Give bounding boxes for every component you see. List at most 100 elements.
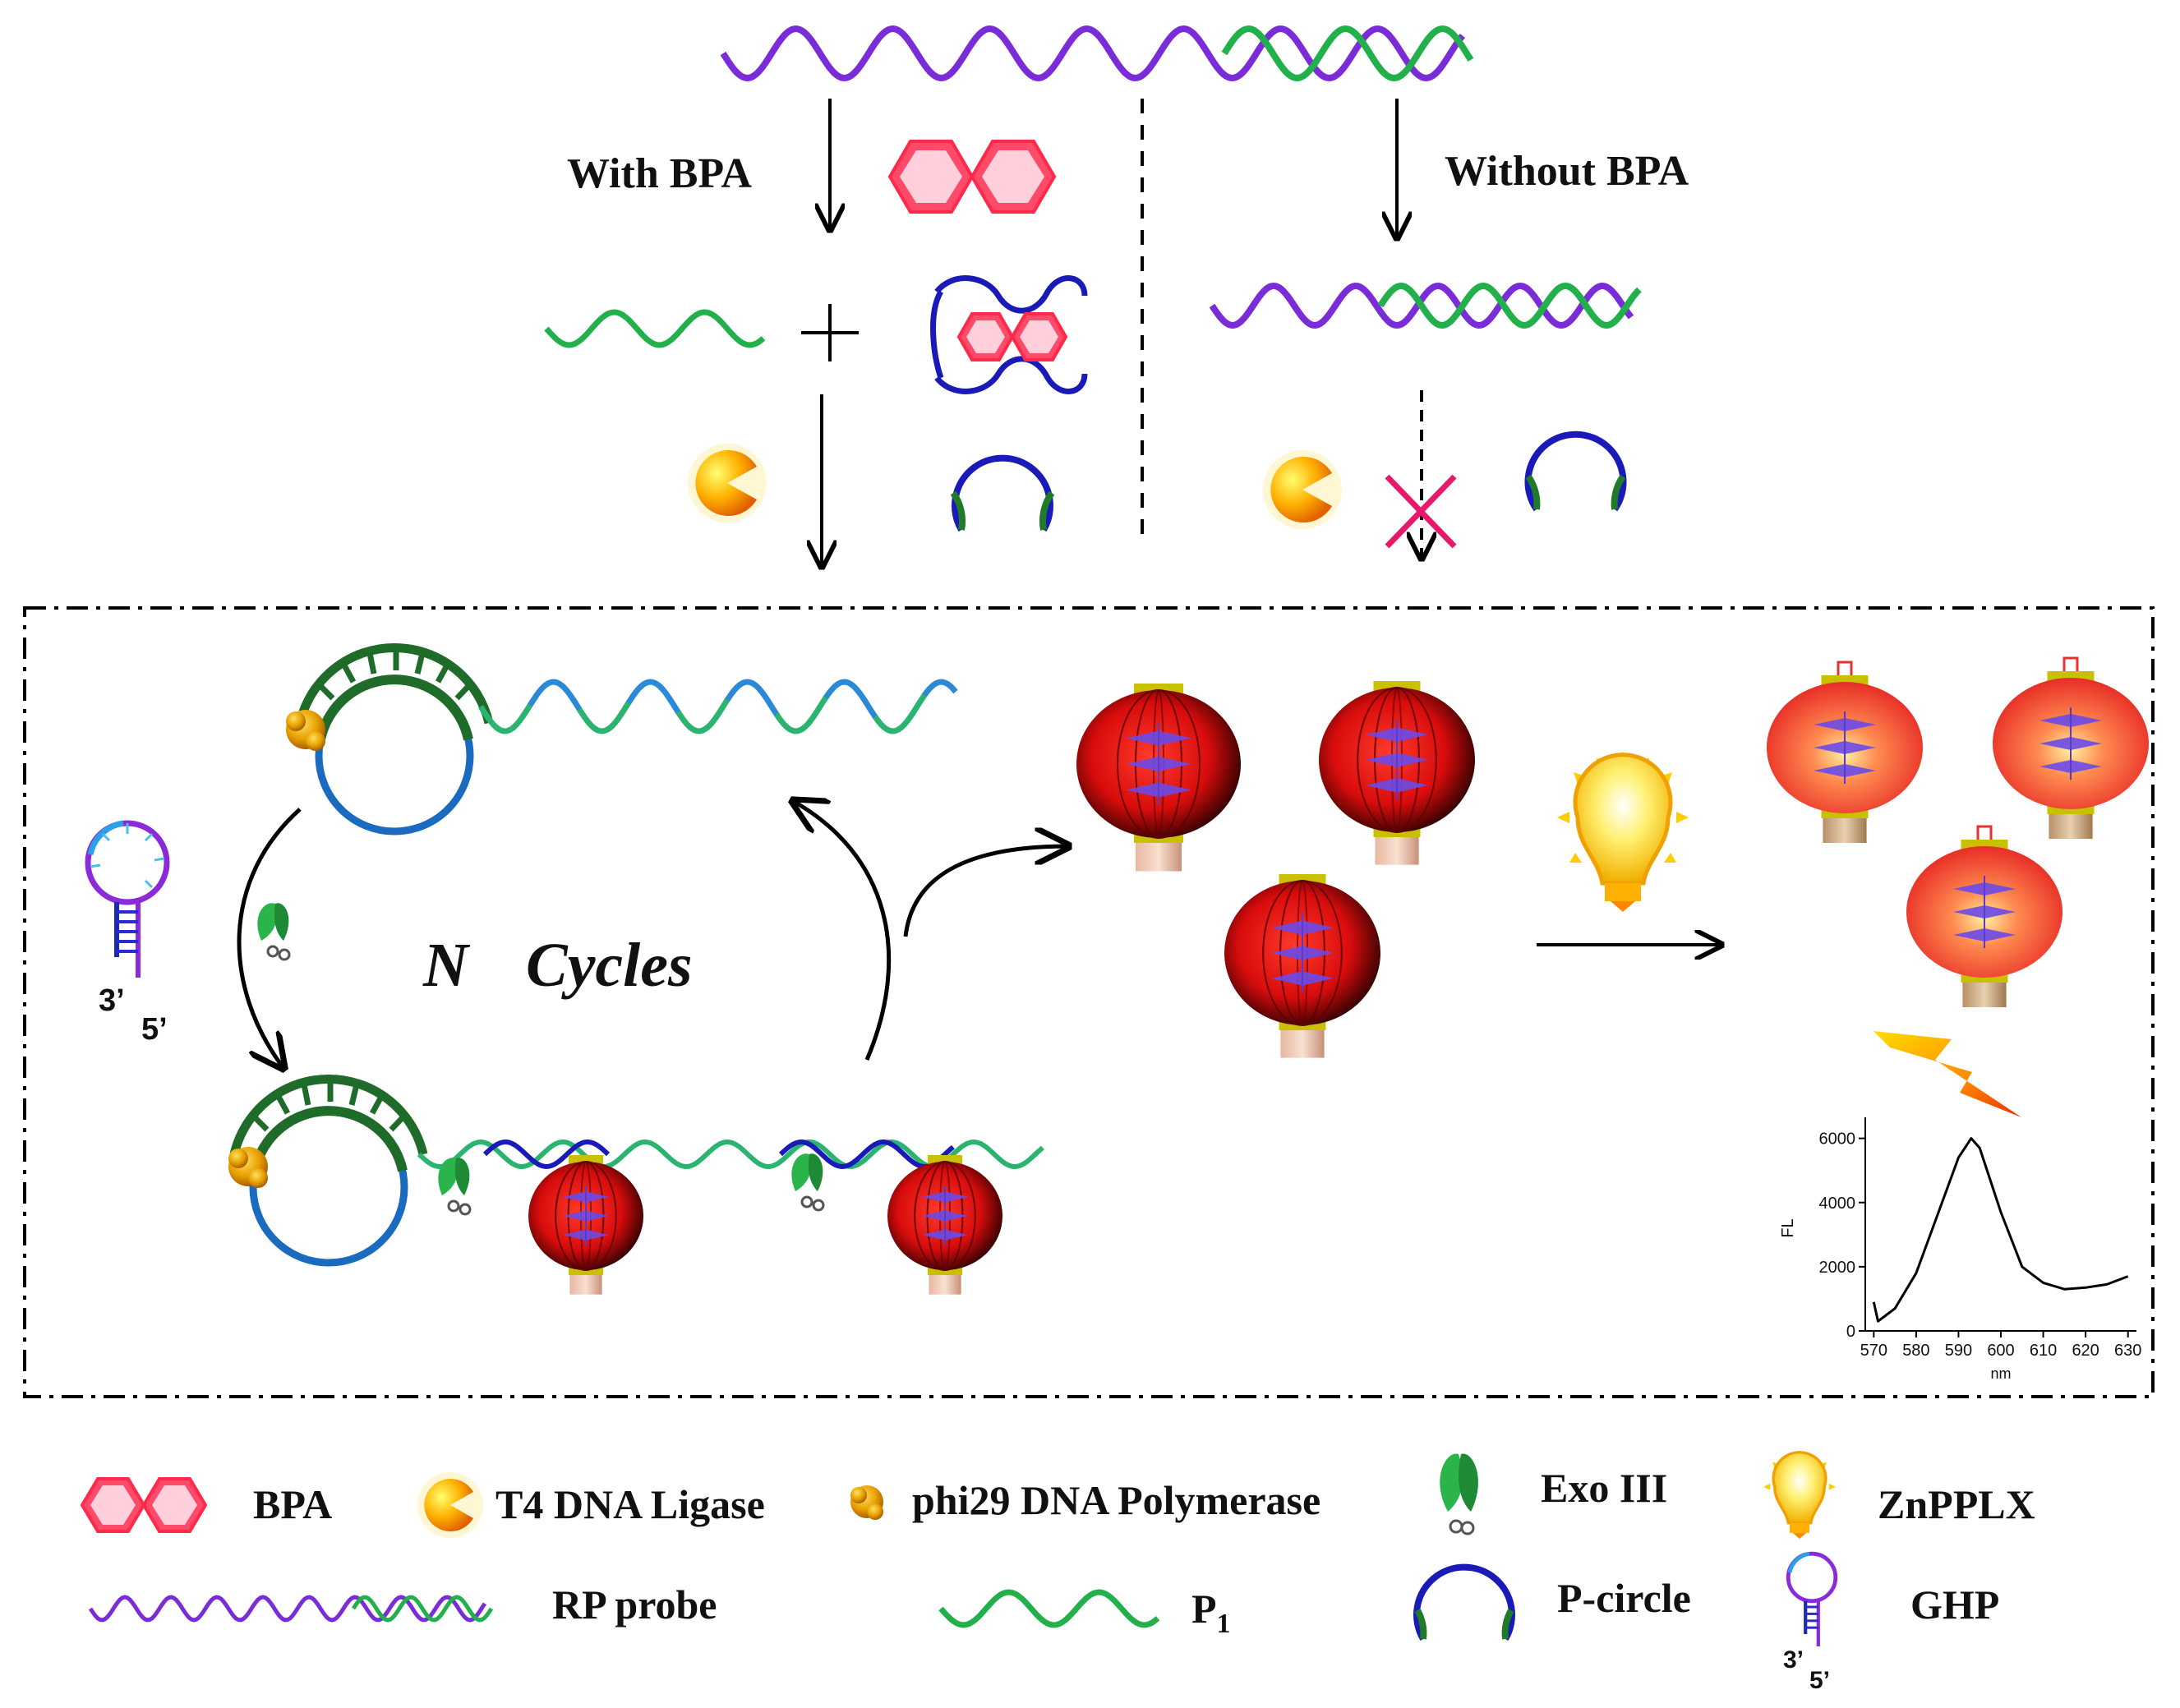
spectrum-x-tick-label: 580: [1902, 1342, 1929, 1360]
rca-product-segment: [841, 679, 862, 695]
cycle-arrow-left: [237, 808, 302, 1068]
exo-iii-icon: [438, 1158, 472, 1216]
legend-p1-label: P1: [1191, 1586, 1231, 1639]
legend-pcircle-label: P-circle: [1557, 1575, 1691, 1621]
bpa-molecule-top: [887, 140, 1057, 214]
g-quadruplex-lantern-glowing: [1767, 661, 1923, 843]
rca-product-segment: [528, 681, 550, 707]
spectrum-x-tick-label: 620: [2072, 1342, 2099, 1360]
rca-product-segment: [643, 679, 665, 691]
spectrum-x-tick-label: 570: [1860, 1342, 1887, 1360]
rca-product-segment: [594, 723, 615, 734]
legend-exo-icon: [1440, 1453, 1478, 1535]
with-bpa-label: With BPA: [567, 150, 752, 197]
spectrum-x-tick-label: 600: [1987, 1342, 2014, 1360]
rca-product-segment: [856, 690, 878, 720]
legend-bpa-icon: [80, 1477, 208, 1533]
legend-ghp-label: GHP: [1910, 1581, 1999, 1627]
spectrum-y-tick-label: 4000: [1819, 1195, 1856, 1213]
legend-znpplx-icon: [1763, 1450, 1836, 1539]
rp-purple-strand: [88, 1595, 487, 1623]
legend-phi29-icon: [850, 1485, 883, 1520]
spectrum-x-label: nm: [1990, 1365, 2011, 1382]
rca-product-segment: [511, 702, 533, 730]
rca-product-segment: [626, 680, 648, 705]
cycle-cycles-label: Cycles: [526, 931, 693, 1000]
rca-product-segment: [610, 699, 632, 728]
rca-product-segment: [940, 679, 958, 694]
legend-t4-icon: [417, 1472, 483, 1538]
rca-product-segment: [693, 720, 714, 734]
p-circle-icon: [1524, 430, 1627, 512]
lightning-icon: [1874, 1031, 2021, 1117]
spectrum-x-tick-label: 590: [1945, 1342, 1972, 1360]
rp-probe-top: [720, 25, 1474, 82]
plus-sign: [801, 304, 859, 361]
t4-ligase-icon: [1263, 450, 1342, 529]
znpplx-bulb-icon: [1557, 752, 1689, 912]
p1-wave: [938, 1589, 1160, 1628]
p1-strand-released: [544, 309, 766, 348]
rca-product-segment: [892, 717, 911, 734]
amplification-box: [23, 606, 2155, 1398]
rp-green-strand: [351, 1595, 494, 1623]
exo-iii-icon: [791, 1153, 825, 1212]
rp-probe-intact: [1209, 282, 1642, 329]
spectrum-y-tick-label: 6000: [1819, 1130, 1856, 1149]
rca-product-segment: [560, 684, 583, 712]
spectrum-y-tick-label: 2000: [1819, 1259, 1856, 1277]
rca-complex-top: [286, 642, 494, 836]
rca-product-segment: [873, 715, 893, 734]
rca-product-segment: [495, 724, 517, 734]
ghp-5-prime: 5’: [141, 1012, 168, 1047]
g-quadruplex-lantern-glowing: [1906, 825, 2062, 1007]
ghp-hairpin: [85, 820, 170, 978]
legend-t4-label: T4 DNA Ligase: [495, 1481, 765, 1527]
rca-product-segment: [922, 679, 943, 697]
g-quadruplex-lantern: [528, 1155, 643, 1295]
rca-product-segment: [807, 694, 829, 725]
ghp-bound-segment: [482, 1139, 611, 1170]
p-circle-icon: [950, 454, 1055, 532]
legend-znpplx-label: ZnPPLX: [1878, 1481, 2035, 1527]
exo-iii-icon: [257, 903, 291, 961]
rca-product-segment: [478, 705, 500, 731]
legend-phi29-label: phi29 DNA Polymerase: [912, 1477, 1320, 1523]
cycle-arrow-right: [793, 801, 892, 1061]
rca-product-segment: [545, 679, 566, 690]
t4-ligase-icon: [688, 444, 767, 523]
spectrum-y-label: FL: [1779, 1218, 1797, 1237]
rca-product-segment: [708, 697, 731, 726]
spectrum-x-tick-label: 610: [2030, 1342, 2057, 1360]
g-quadruplex-lantern: [1224, 874, 1380, 1058]
rca-product-segment: [758, 688, 780, 717]
without-bpa-label: Without BPA: [1445, 148, 1689, 195]
legend-ghp-3-prime: 3’: [1783, 1646, 1804, 1673]
legend-pcircle-icon: [1413, 1563, 1515, 1641]
legend-rp-label: RP probe: [552, 1581, 717, 1627]
legend-p1-icon: [938, 1589, 1160, 1628]
release-arrow: [903, 846, 1068, 937]
rca-product-segment: [675, 710, 697, 734]
rca-product-segment: [743, 679, 763, 693]
rca-product-segment: [774, 712, 795, 734]
legend-ghp-5-prime: 5’: [1809, 1667, 1830, 1694]
rp-green-strand: [1377, 282, 1642, 329]
legend-exo-label: Exo III: [1541, 1465, 1667, 1511]
g-quadruplex-lantern: [1076, 684, 1241, 872]
g-quadruplex-lantern: [1319, 681, 1475, 865]
rp-purple-strand: [1209, 282, 1634, 329]
legend-rp-icon: [88, 1595, 494, 1623]
rca-complex-bottom: [228, 1074, 428, 1267]
aptamer-bpa-complex: [930, 275, 1088, 394]
g-quadruplex-lantern-glowing: [1993, 656, 2149, 839]
rp-purple-strand: [720, 25, 1466, 82]
rca-product-strand: [478, 679, 958, 734]
cycle-n-label: N: [422, 931, 471, 1000]
rp-green-strand: [1221, 25, 1474, 82]
rca-product-segment: [906, 692, 928, 722]
spectrum-x-tick-label: 630: [2114, 1342, 2141, 1360]
legend-ghp-icon: [1786, 1551, 1838, 1647]
